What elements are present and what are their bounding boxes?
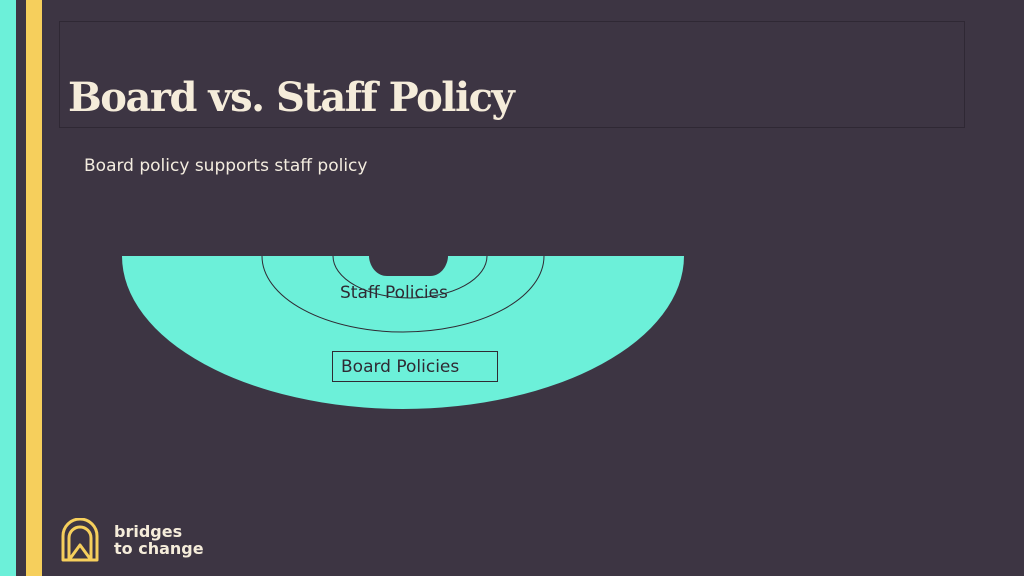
brand-line-1: bridges bbox=[114, 522, 183, 541]
teal-stripe bbox=[0, 0, 16, 576]
title-placeholder-box bbox=[59, 21, 965, 128]
staff-policies-label: Staff Policies bbox=[340, 283, 448, 303]
core-notch bbox=[369, 256, 448, 276]
slide-subtitle: Board policy supports staff policy bbox=[84, 156, 368, 176]
slide-title: Board vs. Staff Policy bbox=[68, 74, 515, 121]
yellow-stripe bbox=[26, 0, 42, 576]
brand-wordmark: bridges to change bbox=[114, 523, 204, 557]
stripe-gap bbox=[16, 0, 26, 576]
inner-ring bbox=[332, 255, 488, 299]
board-policies-label: Board Policies bbox=[332, 351, 498, 382]
brand-line-2: to change bbox=[114, 539, 204, 558]
arch-logo-icon bbox=[61, 518, 99, 562]
staff-policy-ring bbox=[261, 255, 545, 333]
